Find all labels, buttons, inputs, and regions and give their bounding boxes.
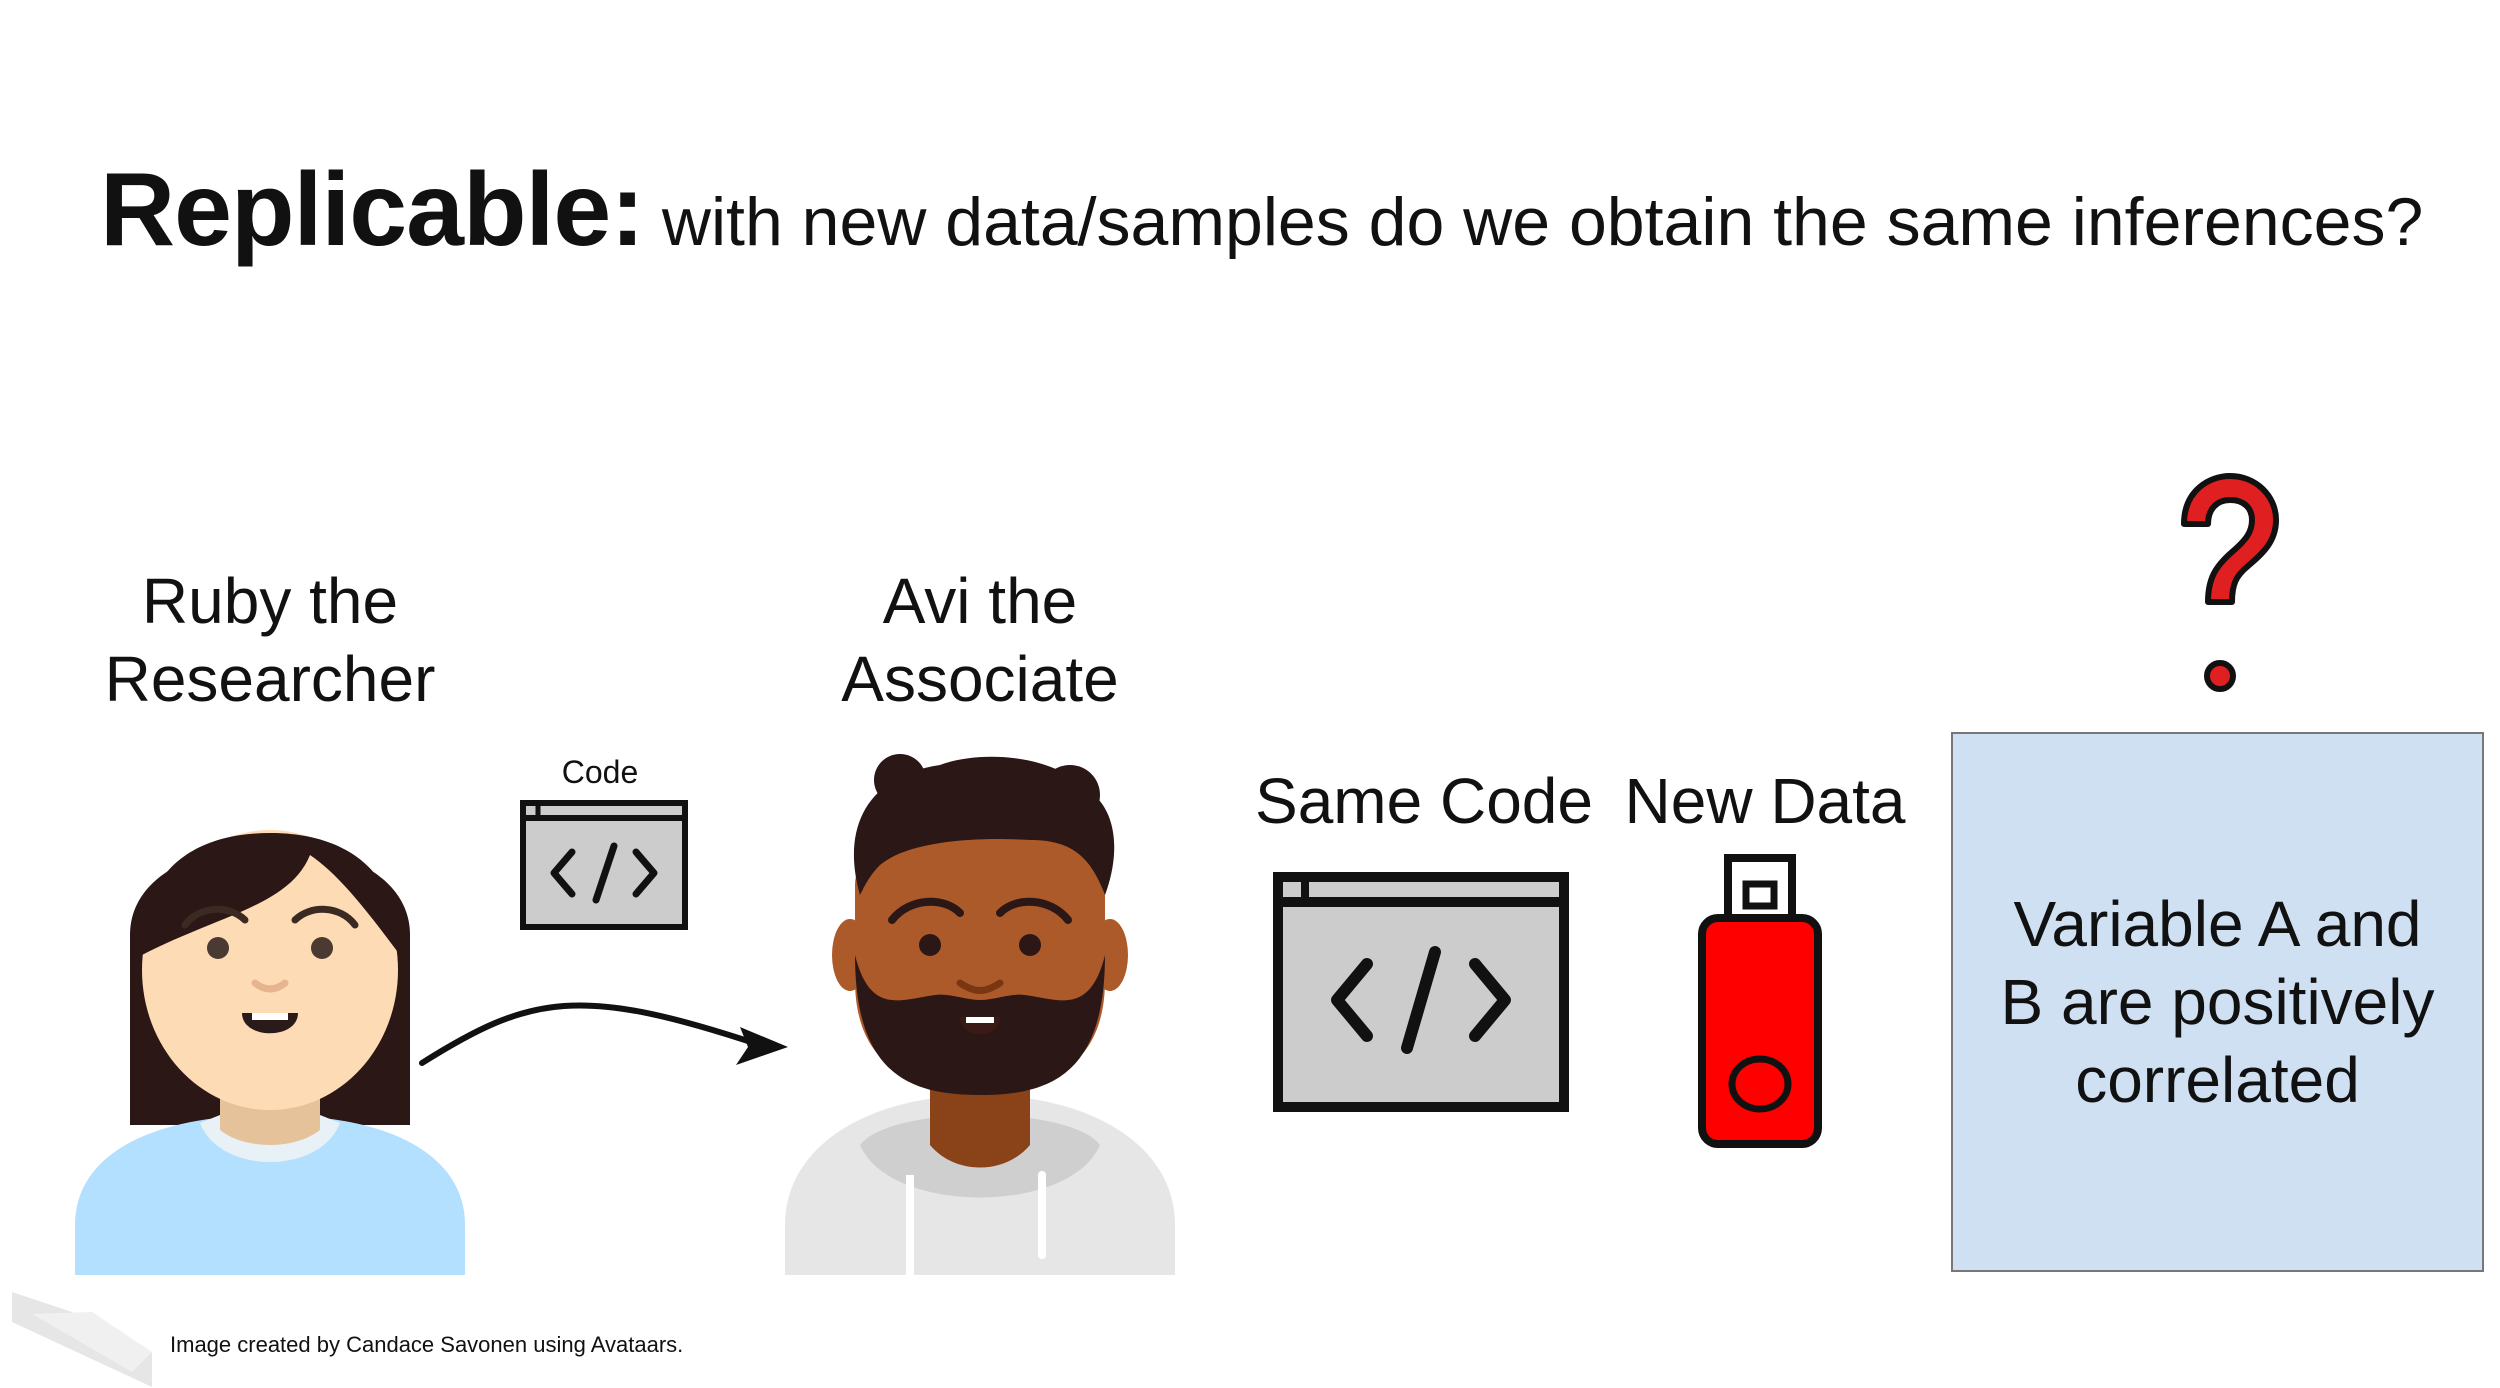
arrow-icon [419, 1002, 788, 1066]
ruby-label: Ruby the Researcher [70, 562, 470, 718]
conclusion-box: Variable A and B are positively correlat… [1951, 732, 2484, 1272]
avi-label-line2: Associate [841, 643, 1119, 715]
ruby-label-line2: Researcher [104, 643, 436, 715]
slide-corner-logo-icon [12, 1292, 152, 1387]
image-credit: Image created by Candace Savonen using A… [170, 1332, 684, 1357]
slide-title: Replicable:with new data/samples do we o… [100, 158, 2423, 262]
title-question: with new data/samples do we obtain the s… [661, 184, 2424, 260]
question-mark-icon [2181, 473, 2279, 692]
avi-label: Avi the Associate [780, 562, 1180, 718]
avi-avatar [785, 754, 1175, 1275]
same-code-label: Same Code [1255, 765, 1593, 837]
conclusion-line3: correlated [2075, 1044, 2360, 1116]
usb-drive-icon [1698, 854, 1822, 1148]
conclusion-line1: Variable A and [2013, 888, 2422, 960]
code-transfer-label: Code [561, 754, 639, 790]
code-window-icon [520, 800, 688, 930]
conclusion-line2: B are positively [2000, 966, 2435, 1038]
avi-label-line1: Avi the [882, 565, 1078, 637]
code-window-icon [1273, 872, 1569, 1112]
ruby-avatar [75, 830, 465, 1275]
conclusion-text: Variable A and B are positively correlat… [1981, 885, 2455, 1119]
title-keyword: Replicable: [100, 152, 645, 268]
ruby-label-line1: Ruby the [141, 565, 399, 637]
new-data-label: New Data [1624, 765, 1906, 837]
